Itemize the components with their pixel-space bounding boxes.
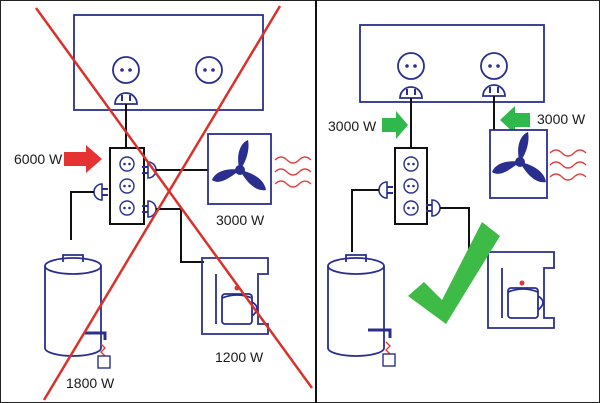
- wall-socket-icon: [195, 56, 223, 84]
- left-arrow-icon: [382, 111, 408, 139]
- strip-socket-icon: [403, 200, 419, 216]
- cup-icon: [97, 355, 111, 369]
- plug-icon: [93, 183, 109, 201]
- plug-icon: [482, 84, 506, 97]
- check-mark-icon: [408, 222, 500, 324]
- plug-icon: [399, 86, 423, 99]
- cross-mark-icon: [34, 5, 314, 401]
- heat-waves-icon: [549, 149, 587, 181]
- correct-setup-panel: 3000 W 3000 W: [327, 24, 587, 367]
- strip-socket-icon: [403, 156, 419, 172]
- water-drip: [100, 343, 106, 357]
- coffee-power-label: 1200 W: [215, 349, 264, 365]
- right-arrow-icon: [500, 106, 530, 134]
- cord: [70, 191, 94, 240]
- wall-socket-icon: [112, 56, 140, 84]
- plug-icon: [114, 92, 138, 105]
- coffee-maker: [201, 257, 269, 335]
- left-outlet-load-label: 3000 W: [328, 118, 377, 134]
- water-drip: [385, 341, 391, 355]
- wall-outlet-plate: [73, 14, 264, 111]
- cup-icon: [382, 353, 396, 367]
- wall-socket-icon: [480, 52, 508, 80]
- plug-icon: [425, 199, 441, 217]
- overload-arrow-icon: [64, 145, 102, 173]
- plug-icon: [378, 181, 394, 199]
- water-boiler: [327, 254, 385, 357]
- strip-socket-icon: [119, 200, 135, 216]
- heater-power-label: 3000 W: [216, 212, 265, 228]
- coffee-maker: [487, 251, 555, 329]
- wall-socket-icon: [397, 52, 425, 80]
- strip-socket-icon: [119, 156, 135, 172]
- strip-load-label: 6000 W: [14, 151, 63, 167]
- strip-socket-icon: [119, 178, 135, 194]
- strip-socket-icon: [403, 178, 419, 194]
- coffee-indicator: [519, 280, 525, 286]
- cord: [156, 208, 204, 263]
- boiler-tap: [368, 328, 392, 338]
- cord: [351, 189, 379, 252]
- right-outlet-load-label: 3000 W: [537, 111, 586, 127]
- incorrect-setup-panel: 6000 W 3000 W 1800 W 1200 W: [14, 5, 314, 401]
- boiler-tap: [85, 331, 107, 340]
- heat-waves-icon: [274, 156, 312, 188]
- kettle-power-label: 1800 W: [66, 375, 115, 391]
- water-boiler: [44, 254, 102, 357]
- wall-outlet-plate: [359, 24, 545, 103]
